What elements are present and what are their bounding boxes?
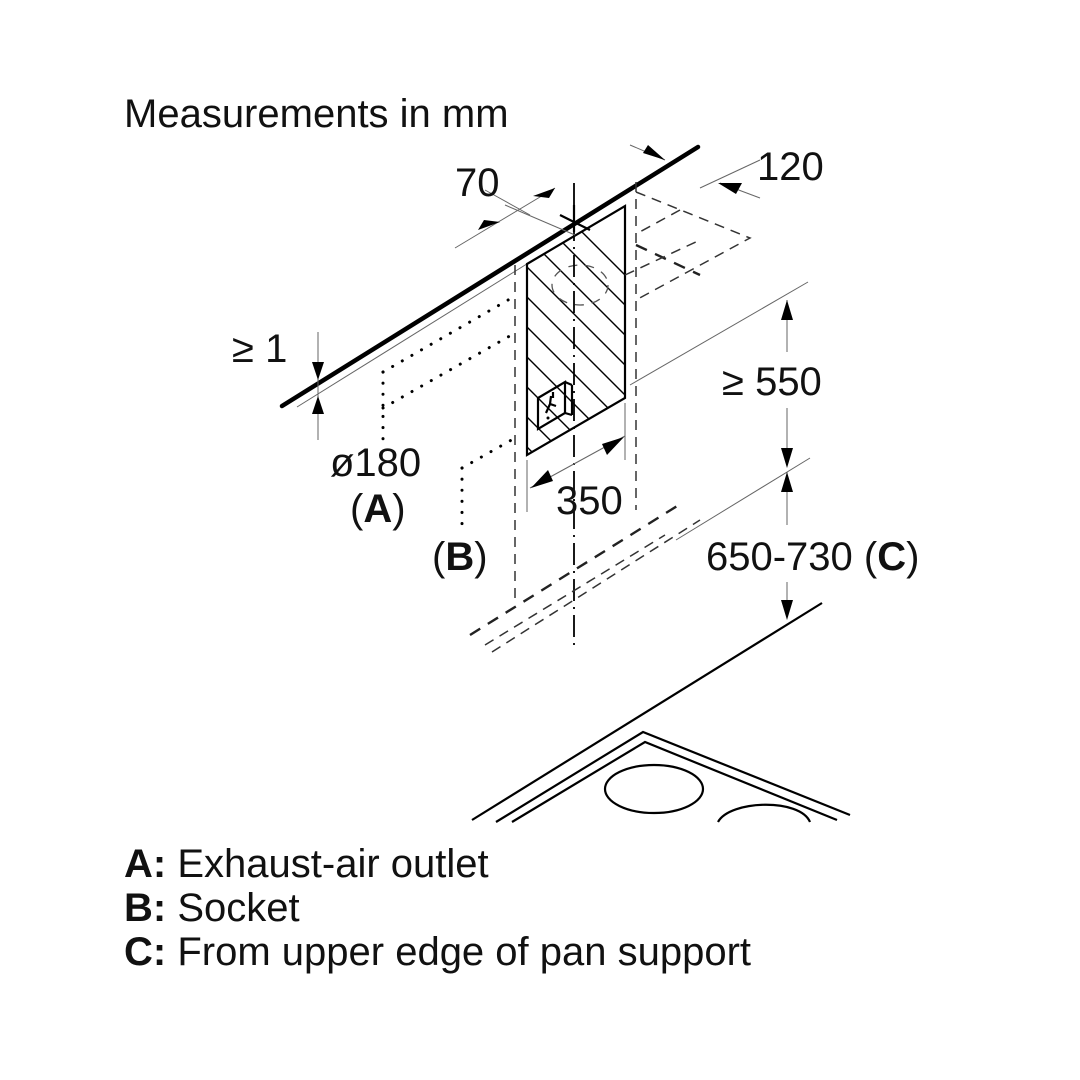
- socket-ref-label: (B): [432, 535, 488, 579]
- hob-burner-back: [717, 803, 812, 823]
- legend-key: A:: [124, 842, 167, 886]
- worktop-edge: [471, 602, 823, 821]
- hob-inner-frame: [511, 740, 838, 823]
- dimension-min-height-label: ≥ 550: [722, 360, 822, 404]
- ceiling: [279, 144, 701, 409]
- dimension-heights: ≥ 550 650-730 (C): [629, 281, 919, 620]
- chimney-outline: [525, 204, 627, 457]
- hood-bottom-dashed: [469, 501, 701, 653]
- hood-bottom-ext-line: [629, 281, 809, 386]
- legend-item-a: A: Exhaust-air outlet: [124, 842, 751, 886]
- socket-icon: [536, 380, 574, 431]
- legend-item-b: B: Socket: [124, 886, 751, 930]
- ceiling-underside-line: [296, 261, 531, 408]
- legend-key: C:: [124, 930, 167, 974]
- dimension-120: 120: [629, 144, 824, 199]
- legend-key: B:: [124, 886, 167, 930]
- dimension-ceiling-gap-label: ≥ 1: [232, 327, 287, 371]
- dimension-install-height-label: 650-730 (C): [706, 535, 919, 579]
- legend-text: From upper edge of pan support: [177, 930, 752, 974]
- outlet-ref-label: (A): [350, 487, 406, 531]
- hob-outer-frame: [495, 730, 851, 823]
- outlet-a-dotted: [381, 294, 517, 442]
- ceiling-edge-line: [279, 144, 701, 409]
- legend-text: Socket: [177, 886, 300, 930]
- dimension-120-label: 120: [757, 145, 824, 189]
- hood-lower-ext-line: [675, 457, 811, 541]
- outlet-diameter-label: ø180: [330, 441, 421, 485]
- dimension-350-label: 350: [556, 479, 623, 523]
- socket-b-dotted: [460, 436, 517, 527]
- dimension-ceiling-gap: ≥ 1: [232, 327, 324, 440]
- legend-item-c: C: From upper edge of pan support: [124, 930, 751, 974]
- dimension-70: 70: [454, 161, 576, 249]
- legend: A: Exhaust-air outlet B: Socket C: From …: [124, 842, 751, 974]
- diagram-title: Measurements in mm: [124, 92, 509, 136]
- dimension-350: 350: [529, 435, 626, 523]
- hob-burner-front: [603, 763, 705, 815]
- dimension-70-label: 70: [455, 161, 500, 205]
- legend-text: Exhaust-air outlet: [177, 842, 489, 886]
- chimney-panel: [525, 204, 627, 457]
- hood-top-dashed: [624, 191, 752, 301]
- hob: [471, 602, 851, 823]
- outlet-hidden-circle: [551, 264, 609, 306]
